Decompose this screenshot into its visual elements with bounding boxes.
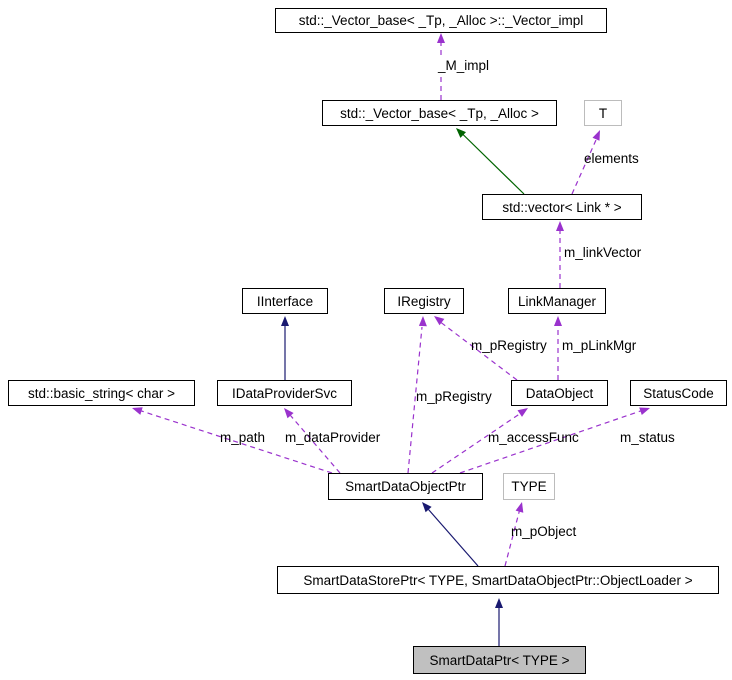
node-template-param-t: T	[584, 100, 622, 126]
edge-m-p-object	[504, 502, 524, 567]
edge-label-m-access-func: m_accessFunc	[488, 430, 579, 445]
edge-label-m-path: m_path	[220, 430, 266, 445]
node-smartdataobjectptr[interactable]: SmartDataObjectPtr	[328, 473, 483, 500]
node-linkmanager[interactable]: LinkManager	[508, 288, 606, 314]
edge-idataprovidersvc-inheritance	[281, 316, 289, 380]
node-smartdatastoreptr[interactable]: SmartDataStorePtr< TYPE, SmartDataObject…	[277, 566, 719, 594]
node-dataobject[interactable]: DataObject	[511, 380, 608, 406]
edge-storeptr-inheritance	[422, 502, 479, 567]
edge-label-m-status: m_status	[620, 430, 675, 445]
node-iinterface[interactable]: IInterface	[242, 288, 328, 314]
edge-m-status	[459, 407, 650, 474]
edge-m-data-provider	[284, 408, 341, 474]
node-template-param-type: TYPE	[503, 473, 555, 500]
edge-vector-protected-inheritance	[456, 128, 525, 195]
edge-label-m-p-link-mgr: m_pLinkMgr	[562, 338, 637, 353]
edge-label-elements: elements	[584, 151, 639, 166]
edge-m-access-func	[431, 408, 528, 474]
edge-label-m-data-provider: m_dataProvider	[285, 430, 381, 445]
node-vector-impl[interactable]: std::_Vector_base< _Tp, _Alloc >::_Vecto…	[275, 8, 607, 33]
edge-label-m-impl: _M_impl	[437, 58, 491, 74]
node-vector-base[interactable]: std::_Vector_base< _Tp, _Alloc >	[322, 100, 557, 126]
node-iregistry[interactable]: IRegistry	[384, 288, 464, 314]
node-statuscode[interactable]: StatusCode	[630, 380, 727, 406]
edge-label-m-p-registry-smart: m_pRegistry	[416, 389, 492, 404]
edge-label-m-p-object: m_pObject	[511, 524, 577, 539]
edge-m-link-vector	[556, 221, 564, 288]
edge-m-p-registry-smart	[407, 316, 427, 474]
node-idataprovidersvc[interactable]: IDataProviderSvc	[217, 380, 352, 406]
edge-m-path	[132, 407, 333, 474]
node-std-vector-link[interactable]: std::vector< Link * >	[482, 194, 642, 220]
node-basic-string[interactable]: std::basic_string< char >	[8, 380, 195, 406]
node-smartdataptr-focus: SmartDataPtr< TYPE >	[413, 646, 586, 674]
edge-m-p-link-mgr	[554, 316, 562, 380]
edge-elements	[571, 130, 600, 195]
edge-label-m-link-vector: m_linkVector	[564, 245, 642, 260]
edge-smartdataptr-inheritance	[495, 598, 503, 646]
edge-label-m-p-registry-dataobject: m_pRegistry	[471, 338, 547, 353]
edge-m-p-registry-dataobject	[434, 316, 518, 381]
